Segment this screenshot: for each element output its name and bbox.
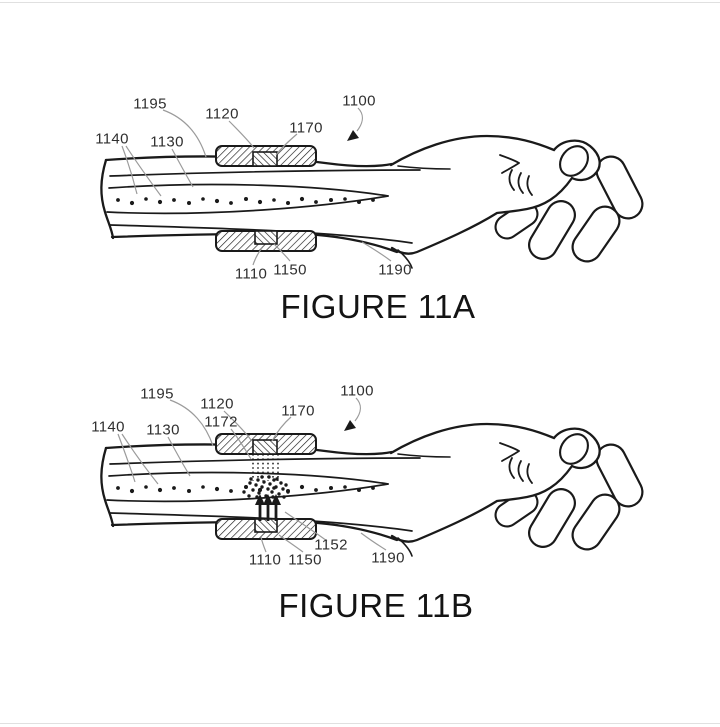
label-1130-fig-b: 1130 bbox=[146, 421, 180, 439]
label-1150-fig-a: 1150 bbox=[273, 261, 307, 279]
label-1190-fig-b: 1190 bbox=[371, 549, 405, 567]
label-1120-fig-a: 1120 bbox=[205, 105, 239, 123]
page-bottom-edge bbox=[0, 723, 720, 724]
label-1130-fig-a: 1130 bbox=[150, 133, 184, 151]
label-1110-fig-a: 1110 bbox=[234, 265, 268, 283]
page-top-edge bbox=[0, 2, 720, 3]
label-1172-fig-b: 1172 bbox=[204, 413, 238, 431]
assembly-arrowhead-11b bbox=[344, 420, 356, 431]
figure-11a-leader-lines bbox=[121, 107, 392, 266]
label-1190-fig-a: 1190 bbox=[378, 261, 412, 279]
label-1150-fig-b: 1150 bbox=[288, 551, 322, 569]
figure-11b-leader-lines bbox=[117, 397, 387, 553]
ultrasound-beam-dotted-lines bbox=[252, 454, 279, 481]
label-1152-fig-b: 1152 bbox=[314, 536, 348, 554]
figure-11a-limb bbox=[101, 136, 628, 268]
figure-11b-caption: FIGURE 11B bbox=[278, 587, 474, 624]
label-1170-fig-a: 1170 bbox=[289, 119, 323, 137]
label-1195-fig-a: 1195 bbox=[133, 95, 167, 113]
assembly-arrowhead-11a bbox=[347, 130, 359, 141]
label-1170-fig-b: 1170 bbox=[281, 402, 315, 420]
label-1100-fig-a: 1100 bbox=[342, 92, 376, 110]
particle-cluster bbox=[242, 475, 290, 499]
figure-11a-caption: FIGURE 11A bbox=[280, 288, 476, 325]
response-arrows bbox=[255, 494, 281, 521]
label-1140-fig-b: 1140 bbox=[91, 418, 125, 436]
label-1120-fig-b: 1120 bbox=[200, 395, 234, 413]
label-1100-fig-b: 1100 bbox=[340, 382, 374, 400]
label-1195-fig-b: 1195 bbox=[140, 385, 174, 403]
label-1110-fig-b: 1110 bbox=[248, 551, 282, 569]
label-1140-fig-a: 1140 bbox=[95, 130, 129, 148]
